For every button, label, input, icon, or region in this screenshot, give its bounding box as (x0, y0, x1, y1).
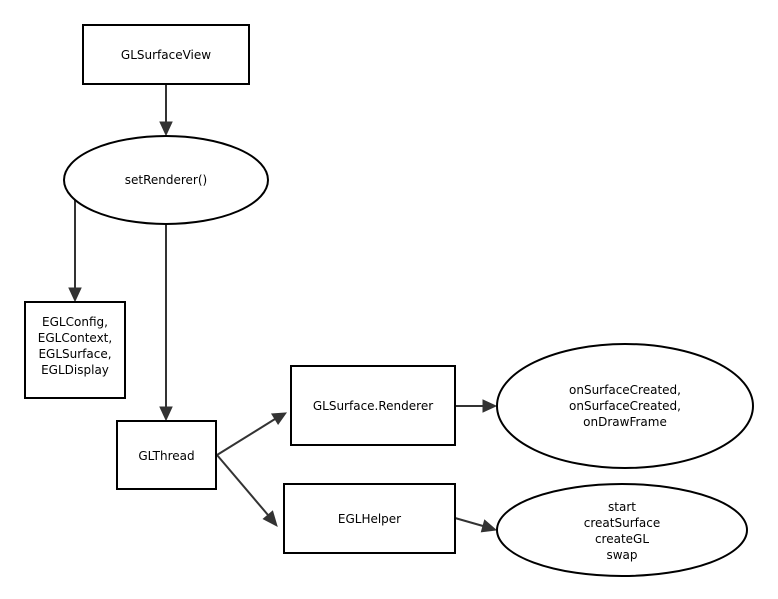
arrow-head (262, 510, 278, 527)
edge-glthread-to-eglhelper (216, 454, 278, 527)
node-renderer-callbacks-line: onSurfaceCreated, (569, 383, 681, 397)
edge-glsurfaceview-to-setrenderer (159, 84, 173, 137)
node-renderer: GLSurface.Renderer (290, 365, 456, 446)
arrow-head (159, 121, 173, 137)
node-eglhelper-methods-line: swap (606, 548, 637, 562)
node-egl-objects-line: EGLSurface, (38, 347, 111, 361)
arrow-head (159, 406, 173, 422)
node-egl-objects: EGLConfig, EGLContext, EGLSurface, EGLDi… (24, 301, 126, 399)
edge-setrenderer-to-glthread (159, 224, 173, 422)
arrow-head (68, 287, 82, 303)
node-eglhelper-methods-line: start (608, 500, 636, 514)
node-egl-objects-line: EGLConfig, (42, 315, 108, 329)
node-eglhelper-label: EGLHelper (338, 512, 401, 526)
node-glsurfaceview-label: GLSurfaceView (121, 48, 211, 62)
node-egl-objects-line: EGLContext, (38, 331, 112, 345)
node-glthread-label: GLThread (138, 449, 194, 463)
node-eglhelper-methods-line: creatSurface (584, 516, 660, 530)
node-renderer-callbacks-line: onDrawFrame (583, 415, 667, 429)
node-glsurfaceview: GLSurfaceView (82, 24, 250, 85)
node-setrenderer: setRenderer() (63, 135, 269, 225)
arrow-head (482, 399, 498, 413)
node-eglhelper: EGLHelper (283, 483, 456, 554)
node-egl-objects-line: EGLDisplay (41, 363, 109, 377)
edge-eglhelper-to-methods (454, 517, 498, 533)
node-glthread: GLThread (116, 420, 217, 490)
node-renderer-label: GLSurface.Renderer (313, 399, 433, 413)
edge-setrenderer-to-egl-objects (68, 200, 82, 303)
arrow-head (270, 412, 288, 426)
node-renderer-callbacks-line: onSurfaceCreated, (569, 399, 681, 413)
node-renderer-callbacks: onSurfaceCreated, onSurfaceCreated, onDr… (496, 343, 754, 469)
edge-glthread-to-renderer (216, 412, 288, 456)
arrow-head (480, 519, 498, 533)
node-eglhelper-methods-line: createGL (595, 532, 649, 546)
node-eglhelper-methods: start creatSurface createGL swap (496, 483, 748, 577)
edge-renderer-to-callbacks (455, 399, 498, 413)
node-setrenderer-label: setRenderer() (125, 173, 207, 187)
